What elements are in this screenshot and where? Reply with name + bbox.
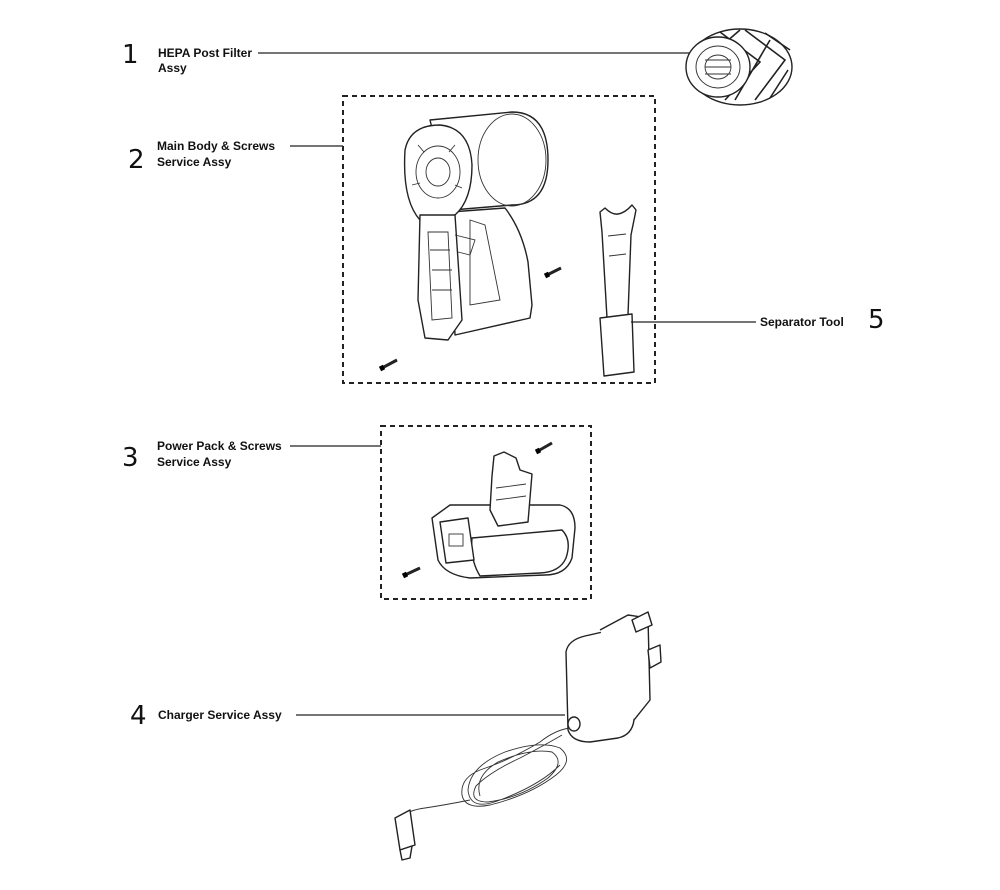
separator-tool-groove-1	[607, 233, 627, 237]
power-pack-drawing	[401, 441, 576, 579]
charger-dc-plug-tip	[399, 845, 413, 861]
callout-3: 3 Power Pack & Screws Service Assy	[122, 439, 381, 473]
separator-tool-grip	[599, 313, 635, 377]
main-body-assembly-box	[342, 95, 656, 384]
power-pack-lower-band	[470, 529, 569, 577]
motor-end-face	[403, 124, 473, 221]
separator-tool-shaft	[599, 204, 637, 319]
callout-1-number: 1	[122, 40, 139, 70]
filter-inner-ring	[695, 45, 741, 89]
motor-outer-ring	[415, 145, 461, 199]
callout-2-number: 2	[128, 145, 145, 175]
main-body-handle	[449, 207, 533, 336]
motor-vent-marks	[411, 144, 463, 189]
main-body-drawing	[378, 111, 562, 372]
power-pack-connector-lines	[495, 483, 527, 501]
main-body-frame	[417, 214, 463, 341]
main-body-screw-1	[378, 358, 398, 372]
callout-1: 1 HEPA Post Filter Assy	[122, 40, 690, 75]
callout-3-label-line-1: Power Pack & Screws	[157, 439, 282, 453]
main-body-screw-2	[543, 266, 562, 279]
separator-tool-groove-2	[608, 253, 627, 257]
power-pack-button	[448, 533, 464, 547]
charger-drawing	[394, 611, 662, 861]
cyclone-end-ring	[477, 113, 547, 207]
callout-4-number: 4	[130, 701, 147, 731]
power-pack-end-face	[439, 517, 475, 564]
callout-5-label: Separator Tool	[760, 315, 844, 329]
callout-2-label-line-1: Main Body & Screws	[157, 139, 275, 153]
separator-tool-drawing	[599, 204, 637, 377]
motor-inner-ring	[425, 157, 451, 187]
handle-inner-panel	[469, 219, 501, 306]
callout-2: 2 Main Body & Screws Service Assy	[128, 139, 343, 175]
trigger	[454, 234, 476, 256]
callout-5-number: 5	[868, 305, 885, 335]
callout-4-label: Charger Service Assy	[158, 708, 282, 722]
callout-5: Separator Tool 5	[631, 305, 885, 335]
callout-3-number: 3	[122, 443, 139, 473]
callout-1-label-line-1: HEPA Post Filter	[158, 46, 252, 60]
charger-plug-pin-top	[631, 611, 653, 633]
callout-3-label-line-2: Service Assy	[157, 455, 232, 469]
filter-core-slots	[705, 59, 731, 75]
power-pack-screw-2	[401, 566, 421, 579]
callout-4: 4 Charger Service Assy	[130, 701, 565, 731]
power-pack-assembly-box	[380, 425, 592, 600]
charger-cable-coil	[461, 727, 571, 807]
callout-1-label-line-2: Assy	[158, 61, 187, 75]
power-pack-connector	[489, 451, 533, 527]
hepa-post-filter-drawing	[685, 28, 793, 106]
power-pack-screw-1	[534, 441, 553, 455]
charger-plug-pin-side	[647, 644, 662, 669]
callout-2-label-line-2: Service Assy	[157, 155, 232, 169]
frame-internal-lines	[427, 231, 453, 321]
charger-cable-socket	[567, 716, 581, 732]
charger-cable-tail	[404, 799, 471, 816]
charger-dc-plug	[394, 809, 416, 851]
